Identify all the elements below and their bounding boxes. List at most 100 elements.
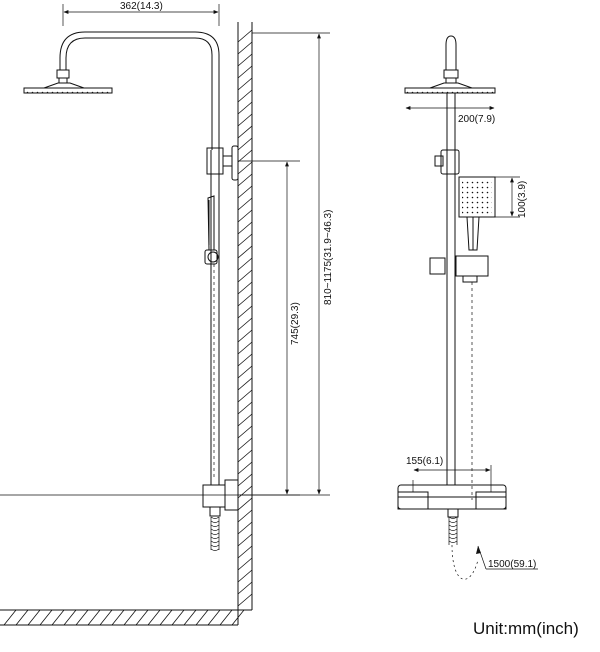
unit-label: Unit:mm(inch) <box>473 619 579 638</box>
hatch-line <box>195 609 209 626</box>
hatch-line <box>237 137 253 151</box>
hose-coil <box>210 528 220 531</box>
hose-coil <box>448 532 458 535</box>
mixer-side <box>202 479 239 551</box>
hatch-line <box>111 609 125 626</box>
dim-head-diameter: 200(7.9) <box>405 106 495 125</box>
hatch-line <box>237 305 253 319</box>
dim-hose-length: 1500(59.1) <box>476 545 538 570</box>
hatch-line <box>237 461 253 475</box>
hose-coil <box>210 524 220 527</box>
hatch-line <box>237 161 253 175</box>
hatch-line <box>237 509 253 523</box>
hand-shower-front <box>429 176 496 500</box>
hatch-line <box>27 609 41 626</box>
hatch-line <box>237 389 253 403</box>
rain-head-front <box>404 82 496 94</box>
hatch-line <box>237 221 253 235</box>
hose-coil <box>448 536 458 539</box>
hatch-line <box>237 77 253 91</box>
valve-centers-label: 155(6.1) <box>406 456 443 467</box>
hose-coil <box>210 540 220 543</box>
hand-shower-side <box>204 195 219 480</box>
dim-valve-centers: 155(6.1) <box>406 456 492 492</box>
hatch-line <box>237 89 253 103</box>
overhead-arm <box>56 31 220 150</box>
rain-head-side <box>23 82 113 94</box>
hatch-line <box>237 497 253 511</box>
hose-coil <box>210 532 220 535</box>
hose-length-label: 1500(59.1) <box>488 559 536 570</box>
hatch-line <box>237 125 253 139</box>
hatch-line <box>183 609 197 626</box>
hatch-line <box>237 329 253 343</box>
head-diameter-label: 200(7.9) <box>458 114 495 125</box>
dim-arm-reach: 362(14.3) <box>62 1 220 26</box>
hose-coil <box>210 548 220 551</box>
hatch-line <box>237 521 253 535</box>
hatch-line <box>237 437 253 451</box>
hatch-line <box>237 53 253 67</box>
hatch-line <box>237 173 253 187</box>
hose-coil <box>448 524 458 527</box>
hatch-line <box>237 569 253 583</box>
hatch-line <box>237 233 253 247</box>
hose-coil <box>448 520 458 523</box>
hatch-line <box>237 293 253 307</box>
dim-hand-shower: 100(3.9) <box>495 176 528 218</box>
hatch-line <box>87 609 101 626</box>
hatch-line <box>237 581 253 595</box>
hatch-line <box>237 245 253 259</box>
hatch-line <box>15 609 29 626</box>
hatch-line <box>3 609 17 626</box>
hatch-line <box>99 609 113 626</box>
hatch-line <box>237 593 253 607</box>
hatch-line <box>237 257 253 271</box>
hatch-line <box>147 609 161 626</box>
hatch-line <box>237 209 253 223</box>
hatch-line <box>237 101 253 115</box>
hatch-line <box>171 609 185 626</box>
hatch-line <box>63 609 77 626</box>
wall <box>0 22 253 626</box>
top-elbow <box>443 35 459 84</box>
riser-pipe <box>206 145 239 485</box>
hatch-line <box>237 425 253 439</box>
hatch-line <box>237 113 253 127</box>
hose-coil <box>448 540 458 543</box>
hatch-line <box>39 609 53 626</box>
hatch-line <box>231 609 245 626</box>
hose-coil <box>210 520 220 523</box>
hatch-line <box>51 609 65 626</box>
hatch-line <box>237 269 253 283</box>
hatch-line <box>237 557 253 571</box>
hatch-line <box>237 485 253 499</box>
hatch-line <box>159 609 173 626</box>
hatch-line <box>237 41 253 55</box>
hatch-line <box>237 401 253 415</box>
hatch-line <box>237 473 253 487</box>
hatch-line <box>237 65 253 79</box>
hatch-line <box>237 341 253 355</box>
hatch-line <box>237 185 253 199</box>
hatch-line <box>237 449 253 463</box>
hose-coil <box>210 544 220 547</box>
hose-coil <box>210 516 220 519</box>
hatch-line <box>123 609 137 626</box>
hatch-line <box>207 609 221 626</box>
hatch-line <box>237 281 253 295</box>
hatch-line <box>237 353 253 367</box>
hatch-line <box>237 533 253 547</box>
hatch-line <box>237 197 253 211</box>
hatch-line <box>75 609 89 626</box>
hatch-line <box>237 545 253 559</box>
hatch-line <box>237 149 253 163</box>
hand-shower-size-label: 100(3.9) <box>517 181 528 218</box>
hatch-line <box>237 377 253 391</box>
hatch-line <box>237 365 253 379</box>
total-height-label: 810~1175(31.9~46.3) <box>323 210 334 305</box>
hatch-line <box>237 413 253 427</box>
rail-height-label: 745(29.3) <box>290 302 301 345</box>
side-view: 362(14.3) 810~1175(31.9~46.3) 745(29.3) <box>0 1 334 626</box>
